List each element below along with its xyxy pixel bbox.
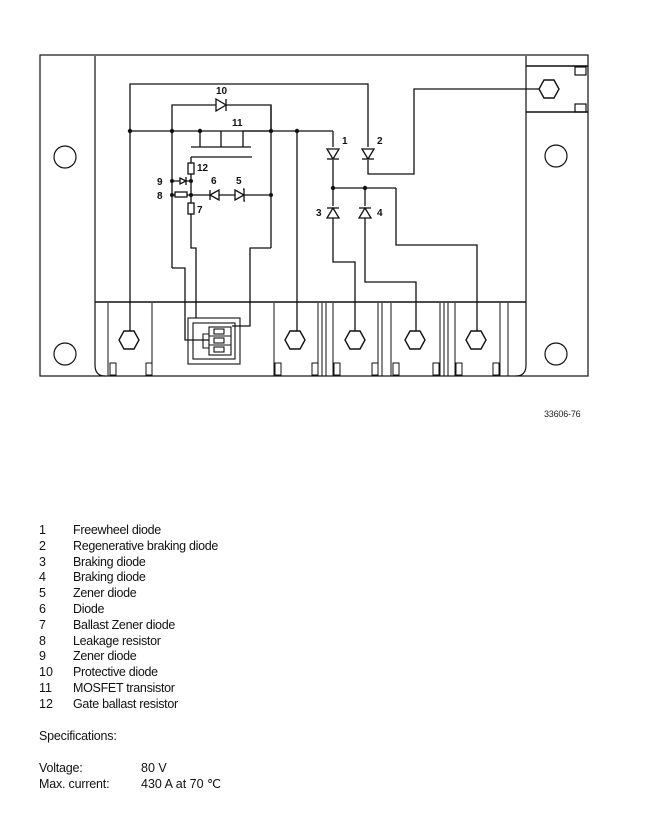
- legend-text: Leakage resistor: [73, 633, 161, 648]
- legend-number: 11: [39, 680, 52, 695]
- terminal-bolt: [118, 330, 140, 350]
- leakage-resistor-8: [174, 191, 188, 198]
- protective-diode-10: [215, 97, 228, 113]
- foot-tab: [371, 362, 379, 376]
- spec-label: Max. current:: [39, 776, 110, 791]
- terminal-bolt: [344, 330, 366, 350]
- specifications-heading: Specifications:: [39, 729, 117, 743]
- legend-text: Protective diode: [73, 665, 158, 680]
- drawing-number: 33606-76: [544, 409, 581, 419]
- legend-item: 3 Braking diode: [39, 555, 218, 571]
- legend-number: 6: [39, 601, 46, 616]
- callout-11: 11: [232, 118, 243, 129]
- foot-tab: [432, 362, 440, 376]
- spec-row: Max. current: 430 A at 70 ℃: [39, 777, 221, 793]
- component-legend: 1 Freewheel diode 2 Regenerative braking d…: [39, 523, 218, 713]
- mounting-hole: [544, 144, 568, 168]
- tab-notch: [574, 66, 587, 76]
- legend-number: 4: [39, 570, 46, 585]
- gate-ballast-resistor-12: [187, 162, 195, 175]
- legend-item: 9 Zener diode: [39, 649, 218, 665]
- legend-item: 6 Diode: [39, 602, 218, 618]
- legend-item: 11 MOSFET transistor: [39, 681, 218, 697]
- callout-12: 12: [197, 163, 209, 174]
- zener-diode-9: [179, 176, 188, 186]
- legend-text: Zener diode: [73, 586, 137, 601]
- callout-9: 9: [157, 177, 163, 188]
- spec-value: 80 V: [141, 761, 167, 775]
- legend-text: Zener diode: [73, 649, 137, 664]
- ballast-zener-7: [187, 202, 195, 215]
- callout-10: 10: [216, 86, 228, 97]
- legend-number: 1: [39, 523, 46, 537]
- legend-item: 1 Freewheel diode: [39, 523, 218, 539]
- callout-7: 7: [197, 205, 203, 216]
- foot-tab: [392, 362, 400, 376]
- terminal-bolt: [465, 330, 487, 350]
- legend-text: Freewheel diode: [73, 523, 161, 537]
- foot-tab: [109, 362, 117, 376]
- foot-tab: [311, 362, 319, 376]
- zener-diode-5: [234, 188, 246, 202]
- legend-item: 7 Ballast Zener diode: [39, 618, 218, 634]
- foot-tab: [333, 362, 341, 376]
- legend-text: Ballast Zener diode: [73, 617, 176, 632]
- specifications-table: Voltage: 80 V Max. current: 430 A at 70 ℃: [39, 761, 221, 793]
- module-housing-outline: [39, 54, 589, 377]
- legend-item: 2 Regenerative braking diode: [39, 539, 218, 555]
- foot-tab: [274, 362, 282, 376]
- braking-diode-3: [325, 206, 341, 219]
- spec-value: 430 A at 70 ℃: [141, 776, 222, 791]
- right-strip-corner: [515, 364, 527, 377]
- legend-item: 8 Leakage resistor: [39, 634, 218, 650]
- gate-connector: [187, 317, 241, 365]
- junction-dots: [127, 128, 368, 197]
- foot-tab: [492, 362, 500, 376]
- mounting-hole: [544, 342, 568, 366]
- legend-number: 8: [39, 633, 46, 648]
- callout-5: 5: [236, 176, 242, 187]
- callout-4: 4: [377, 208, 383, 219]
- legend-number: 9: [39, 649, 46, 664]
- legend-number: 12: [39, 696, 53, 711]
- legend-text: Gate ballast resistor: [73, 696, 178, 711]
- terminal-bolt: [284, 330, 306, 350]
- legend-text: Braking diode: [73, 570, 146, 585]
- circuit-diagram: 10 11 12 9 8 6 5 7 1 2 3 4: [39, 54, 589, 377]
- regen-braking-diode-2: [360, 148, 376, 161]
- freewheel-diode-1: [325, 148, 341, 161]
- tab-notch: [574, 103, 587, 113]
- callout-8: 8: [157, 191, 163, 202]
- diode-6: [208, 188, 220, 202]
- left-strip-corner: [94, 364, 106, 377]
- callout-3: 3: [316, 208, 322, 219]
- legend-item: 10 Protective diode: [39, 665, 218, 681]
- legend-item: 12 Gate ballast resistor: [39, 697, 218, 713]
- foot-tab: [145, 362, 153, 376]
- legend-number: 7: [39, 617, 46, 632]
- callout-2: 2: [377, 136, 383, 147]
- foot-tab: [455, 362, 463, 376]
- callout-1: 1: [342, 136, 348, 147]
- legend-number: 3: [39, 554, 46, 569]
- terminal-bolt: [538, 79, 560, 99]
- spec-label: Voltage:: [39, 761, 83, 775]
- legend-text: MOSFET transistor: [73, 680, 175, 695]
- legend-item: 5 Zener diode: [39, 586, 218, 602]
- legend-number: 10: [39, 665, 53, 680]
- spec-row: Voltage: 80 V: [39, 761, 221, 777]
- legend-text: Braking diode: [73, 554, 146, 569]
- terminal-bolt: [404, 330, 426, 350]
- legend-number: 2: [39, 538, 46, 553]
- mounting-hole: [53, 145, 77, 169]
- callout-6: 6: [211, 176, 217, 187]
- legend-number: 5: [39, 586, 46, 601]
- legend-text: Regenerative braking diode: [73, 538, 219, 553]
- legend-text: Diode: [73, 601, 105, 616]
- mounting-hole: [53, 342, 77, 366]
- braking-diode-4: [357, 206, 373, 219]
- legend-item: 4 Braking diode: [39, 570, 218, 586]
